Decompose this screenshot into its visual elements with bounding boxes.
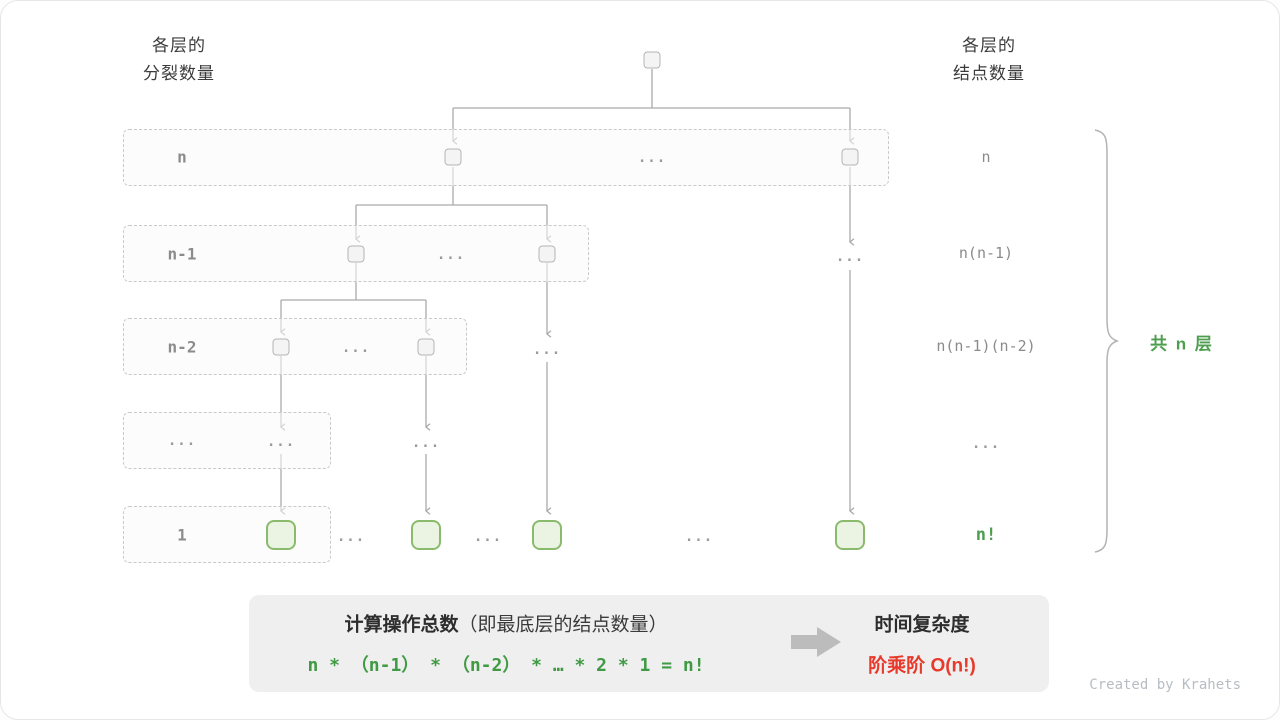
leaf-node (532, 520, 562, 550)
header-split-count: 各层的 分裂数量 (109, 32, 249, 88)
tree-node (272, 338, 290, 356)
summary-calc-paren: （即最底层的结点数量） (458, 614, 668, 636)
ellipsis-text: ... (341, 340, 371, 356)
levels-brace (1094, 129, 1120, 553)
summary-calc-title: 计算操作总数（即最底层的结点数量） (344, 610, 667, 637)
level-box-2 (123, 225, 589, 282)
ellipsis-text: ... (684, 529, 714, 545)
split-label-1: 1 (177, 525, 187, 545)
count-level-5: n! (975, 525, 997, 545)
ellipsis-text: ... (637, 150, 667, 166)
summary-complexity-value: 阶乘阶 O(n!) (868, 655, 976, 677)
tree-node (538, 245, 556, 263)
header-node-line2: 结点数量 (953, 64, 1025, 83)
ellipsis-text: ... (336, 529, 366, 545)
ellipsis-text: ... (532, 342, 562, 358)
ellipsis-text: ... (473, 529, 503, 545)
split-label-n2: n-2 (167, 337, 197, 357)
root-node (643, 51, 661, 69)
level-box-5 (123, 506, 331, 563)
header-node-count: 各层的 结点数量 (919, 32, 1059, 88)
tree-node (841, 148, 859, 166)
leaf-node (266, 520, 296, 550)
watermark: Created by Krahets (1089, 677, 1241, 693)
leaf-node (835, 520, 865, 550)
count-level-4: ... (971, 436, 1001, 452)
level-box-3 (123, 318, 467, 375)
ellipsis-text: ... (266, 434, 296, 450)
brace-label: 共 n 层 (1150, 334, 1214, 354)
ellipsis-text: ... (835, 249, 865, 265)
header-split-line1: 各层的 (152, 36, 206, 55)
tree-node (347, 245, 365, 263)
split-label-dots: ... (167, 433, 197, 449)
summary-complexity-title: 时间复杂度 (874, 614, 970, 636)
ellipsis-text: ... (436, 247, 466, 263)
split-label-n: n (177, 147, 187, 167)
count-level-2: n(n-1) (958, 244, 1014, 262)
tree-node (444, 148, 462, 166)
summary-calc-strong: 计算操作总数 (344, 614, 459, 636)
tree-node (417, 338, 435, 356)
level-box-4 (123, 412, 331, 469)
count-level-3: n(n-1)(n-2) (936, 337, 1036, 355)
summary-box (249, 595, 1049, 692)
leaf-node (411, 520, 441, 550)
header-split-line2: 分裂数量 (143, 64, 215, 83)
count-level-1: n (981, 148, 991, 166)
ellipsis-text: ... (411, 435, 441, 451)
split-label-n1: n-1 (167, 244, 197, 264)
header-node-line1: 各层的 (962, 36, 1016, 55)
level-box-1 (123, 129, 889, 186)
summary-formula: n * （n-1） * （n-2） * … * 2 * 1 = n! (307, 655, 705, 676)
